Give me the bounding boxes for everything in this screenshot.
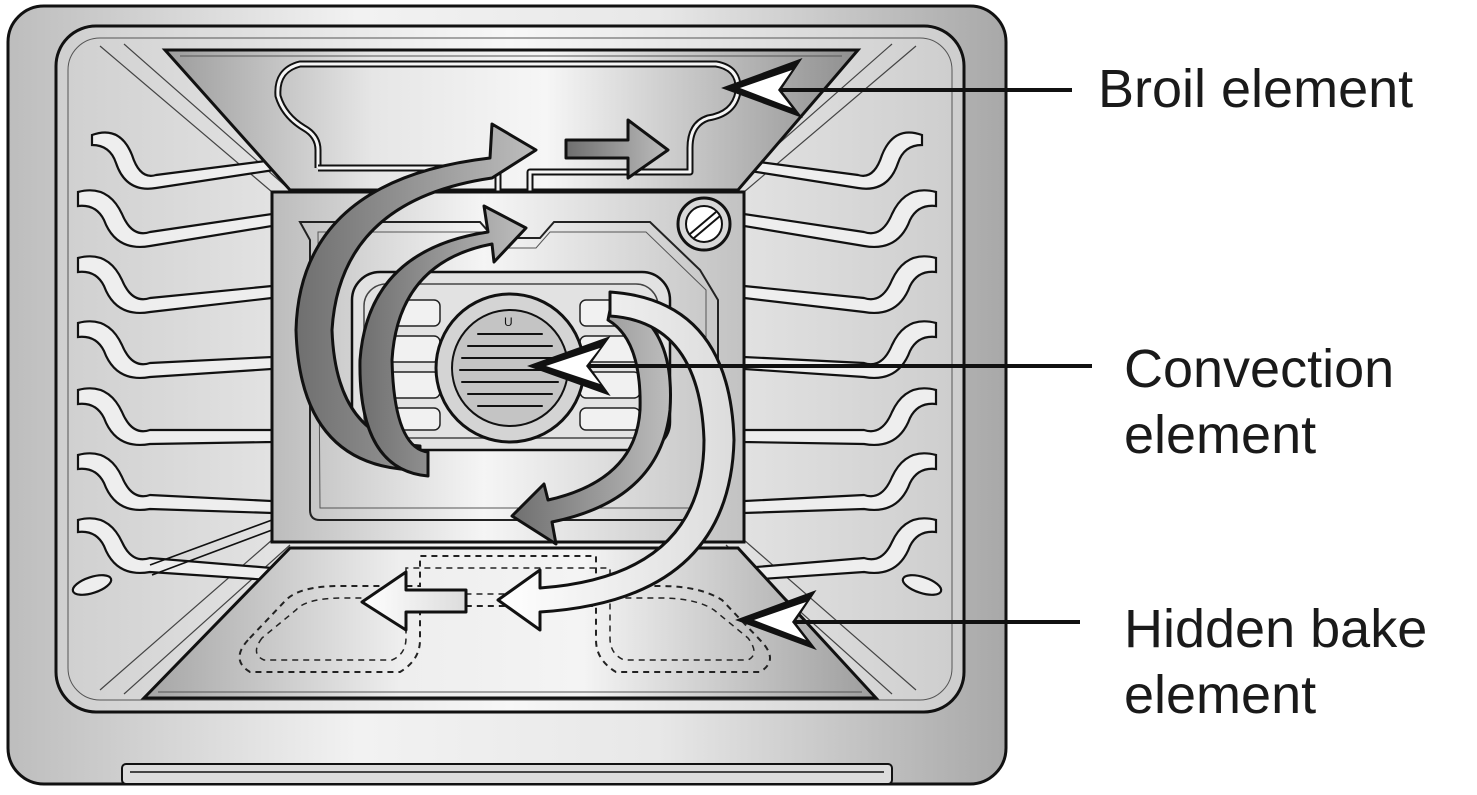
airflow-arrow-left-outer — [294, 122, 538, 472]
airflow-arrows — [294, 118, 736, 632]
hidden-bake-element-label: Hidden bake element — [1124, 596, 1427, 728]
left-rack-guides — [71, 131, 276, 596]
airflow-arrow-bottom-left — [360, 570, 468, 632]
oven-light-icon — [676, 196, 732, 252]
broil-element-text: Broil element — [1098, 59, 1414, 119]
hidden-bake-element — [238, 555, 771, 673]
airflow-arrow-right-outer — [496, 290, 736, 632]
hidden-bake-line1: Hidden bake — [1124, 599, 1428, 659]
oven-ceiling — [161, 48, 862, 192]
convection-fan: U — [434, 292, 586, 444]
broil-element-label: Broil element — [1098, 56, 1413, 122]
callout-broil — [721, 58, 1072, 119]
convection-line1: Convection — [1124, 339, 1395, 399]
airflow-arrow-top-right — [564, 118, 670, 180]
callout-hidden-bake — [735, 590, 1080, 651]
svg-text:U: U — [504, 315, 513, 329]
bottom-trim — [121, 763, 893, 785]
hidden-bake-line2: element — [1124, 665, 1317, 725]
airflow-arrow-left-inner — [358, 204, 528, 478]
convection-line2: element — [1124, 405, 1317, 465]
convection-element-label: Convection element — [1124, 336, 1394, 468]
airflow-arrow-right-inner — [510, 298, 673, 546]
callout-convection — [527, 335, 1092, 397]
